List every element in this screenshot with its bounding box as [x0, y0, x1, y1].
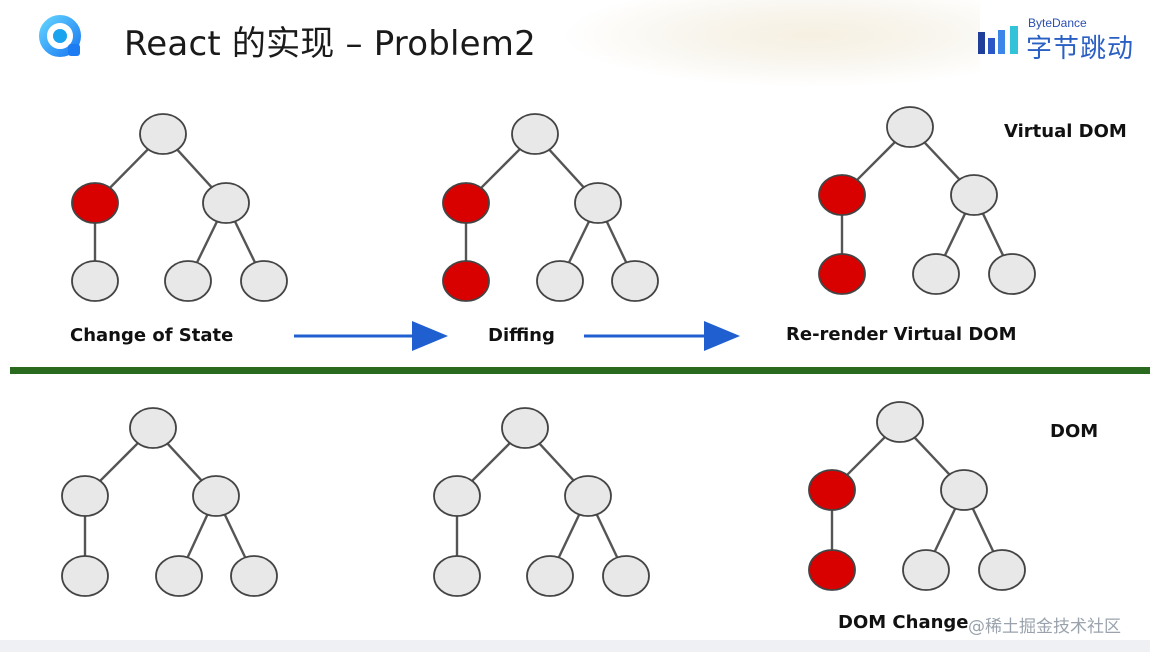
tree-edge — [172, 145, 217, 192]
brand-main-text: 字节跳动 — [1026, 34, 1135, 64]
tree-edge — [534, 438, 579, 486]
brand-small-text: ByteDance — [1028, 16, 1087, 30]
tree-node — [433, 475, 481, 517]
tree-node — [192, 475, 240, 517]
tree-node — [501, 407, 549, 449]
tree-node-highlighted — [71, 182, 119, 224]
tree-node — [950, 174, 998, 216]
tree-edge — [910, 432, 954, 480]
tree-node — [202, 182, 250, 224]
tree-node — [912, 253, 960, 295]
tree-vdom-render — [818, 106, 1036, 295]
tree-dom-1 — [61, 407, 278, 597]
slide-title: React 的实现 – Problem2 — [124, 24, 536, 64]
tree-node — [886, 106, 934, 148]
tree-edge — [920, 137, 964, 185]
label-re-render: Re-render Virtual DOM — [786, 324, 1017, 345]
label-dom: DOM — [1050, 421, 1098, 442]
label-diffing: Diffing — [488, 325, 555, 346]
label-virtual-dom: Virtual DOM — [1004, 121, 1127, 142]
tree-edge — [555, 509, 583, 563]
tree-dom-2 — [433, 407, 650, 597]
bytedance-bars-icon — [978, 26, 1018, 54]
header-decoration — [560, 0, 980, 88]
tree-node-highlighted — [442, 182, 490, 224]
tree-node — [511, 113, 559, 155]
tree-edge — [231, 216, 259, 268]
tree-edge — [565, 216, 593, 268]
tree-node — [71, 260, 119, 302]
tree-edge — [842, 432, 890, 480]
tree-node-highlighted — [808, 469, 856, 511]
app-logo-icon — [39, 15, 81, 57]
tree-node — [240, 260, 288, 302]
tree-node — [129, 407, 177, 449]
tree-node — [230, 555, 278, 597]
tree-node — [876, 401, 924, 443]
tree-node — [611, 260, 659, 302]
tree-edge — [184, 510, 211, 562]
tree-edge — [593, 509, 621, 563]
tree-node — [902, 549, 950, 591]
tree-node-highlighted — [818, 253, 866, 295]
tree-edge — [969, 503, 997, 557]
tree-edge — [95, 438, 143, 486]
label-change-of-state: Change of State — [70, 325, 233, 346]
tree-edge — [221, 509, 249, 563]
tree-edge — [941, 208, 969, 261]
react-diagram: Virtual DOM DOM Change of State Diffing … — [10, 106, 1150, 633]
tree-edge — [544, 145, 589, 192]
tree-edge — [162, 438, 207, 486]
tree-node — [61, 475, 109, 517]
section-divider — [10, 367, 1150, 374]
trees-group — [61, 106, 1036, 597]
tree-node — [536, 260, 584, 302]
tree-edge — [852, 137, 900, 185]
tree-node — [139, 113, 187, 155]
tree-edge — [467, 438, 515, 486]
tree-node — [602, 555, 650, 597]
label-dom-change: DOM Change — [838, 612, 969, 633]
watermark: @稀土掘金技术社区 — [968, 617, 1121, 637]
tree-edge — [979, 208, 1007, 261]
tree-edge — [931, 503, 959, 557]
tree-dom-change — [808, 401, 1026, 591]
tree-node — [574, 182, 622, 224]
tree-edge — [105, 144, 153, 193]
slide-header: React 的实现 – Problem2 ByteDance 字节跳动 — [0, 0, 1150, 88]
tree-vdom-diff — [442, 113, 659, 302]
tree-edge — [476, 144, 525, 193]
tree-node-highlighted — [808, 549, 856, 591]
tree-node-highlighted — [442, 260, 490, 302]
tree-node — [164, 260, 212, 302]
tree-node — [155, 555, 203, 597]
tree-node — [433, 555, 481, 597]
tree-node — [526, 555, 574, 597]
tree-node — [988, 253, 1036, 295]
tree-node — [564, 475, 612, 517]
tree-node — [61, 555, 109, 597]
bytedance-logo: ByteDance 字节跳动 — [976, 14, 1146, 64]
tree-edge — [603, 216, 630, 268]
tree-node — [978, 549, 1026, 591]
footer-bar — [0, 640, 1150, 652]
tree-edge — [193, 216, 221, 268]
tree-node — [940, 469, 988, 511]
tree-vdom-state — [71, 113, 288, 302]
tree-node-highlighted — [818, 174, 866, 216]
